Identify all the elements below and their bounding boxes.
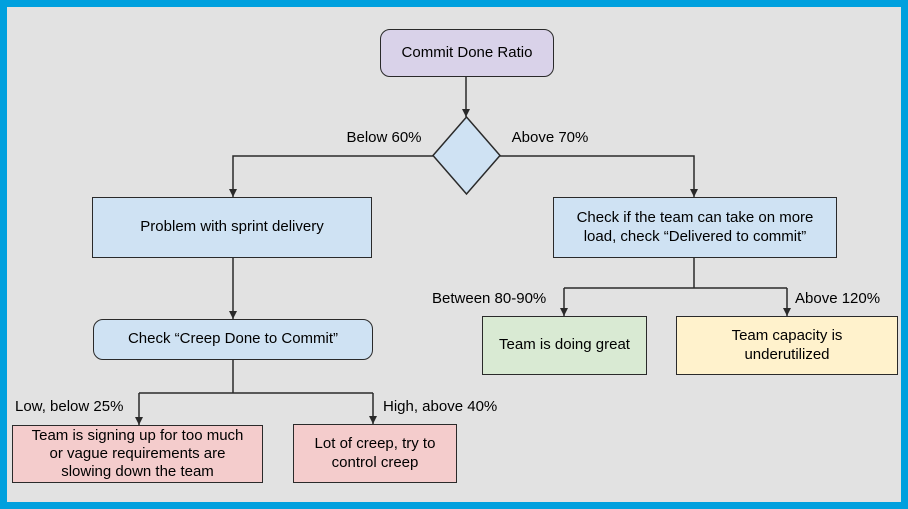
node-check-creep-done-to-commit: Check “Creep Done to Commit”: [93, 319, 373, 360]
edge-label-low-below-25: Low, below 25%: [15, 398, 124, 415]
node-team-doing-great: Team is doing great: [482, 316, 647, 375]
edge-label-above-120: Above 120%: [795, 290, 881, 307]
edge-label-between-80-90: Between 80-90%: [432, 290, 547, 307]
edge-label-above-70: Above 70%: [511, 129, 589, 146]
node-commit-done-ratio: Commit Done Ratio: [380, 29, 554, 77]
edge-label-below-60: Below 60%: [346, 129, 422, 146]
connector-decision-to-check-load: [500, 155, 698, 197]
node-team-capacity-underutilized: Team capacity is underutilized: [676, 316, 898, 375]
node-control-creep: Lot of creep, try to control creep: [293, 424, 457, 483]
edge-label-high-above-40: High, above 40%: [383, 398, 498, 415]
node-problem-sprint-delivery: Problem with sprint delivery: [92, 197, 372, 258]
connector-decision-to-problem: [229, 155, 433, 197]
decision-diamond: [432, 115, 501, 196]
node-check-team-load: Check if the team can take on more load,…: [553, 197, 837, 258]
node-overcommit-or-vague-requirements: Team is signing up for too much or vague…: [12, 425, 263, 483]
